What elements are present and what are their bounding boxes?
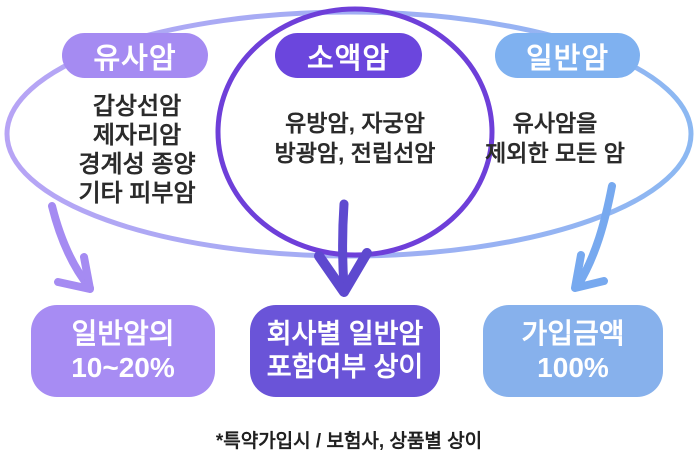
arrow-down-left-icon <box>48 202 94 293</box>
outcome-box-general: 가입금액 100% <box>483 305 663 397</box>
outcome-box-similar: 일반암의 10~20% <box>31 305 215 397</box>
arrow-down-center-icon <box>314 199 372 297</box>
pill-general-cancer: 일반암 <box>495 33 640 78</box>
members-similar-cancer: 갑상선암 제자리암 경계성 종양 기타 피부암 <box>78 93 196 207</box>
center-circle <box>215 6 495 258</box>
outcome-box-minor: 회사별 일반암 포함여부 상이 <box>250 305 440 397</box>
pill-minor-cancer: 소액암 <box>275 33 422 78</box>
footnote: *특약가입시 / 보험사, 상품별 상이 <box>215 431 483 452</box>
arrow-down-right-icon <box>571 182 616 292</box>
pill-similar-cancer: 유사암 <box>62 33 208 78</box>
members-minor-cancer: 유방암, 자궁암 방광암, 전립선암 <box>274 110 436 166</box>
members-general-cancer: 유사암을 제외한 모든 암 <box>485 110 625 166</box>
